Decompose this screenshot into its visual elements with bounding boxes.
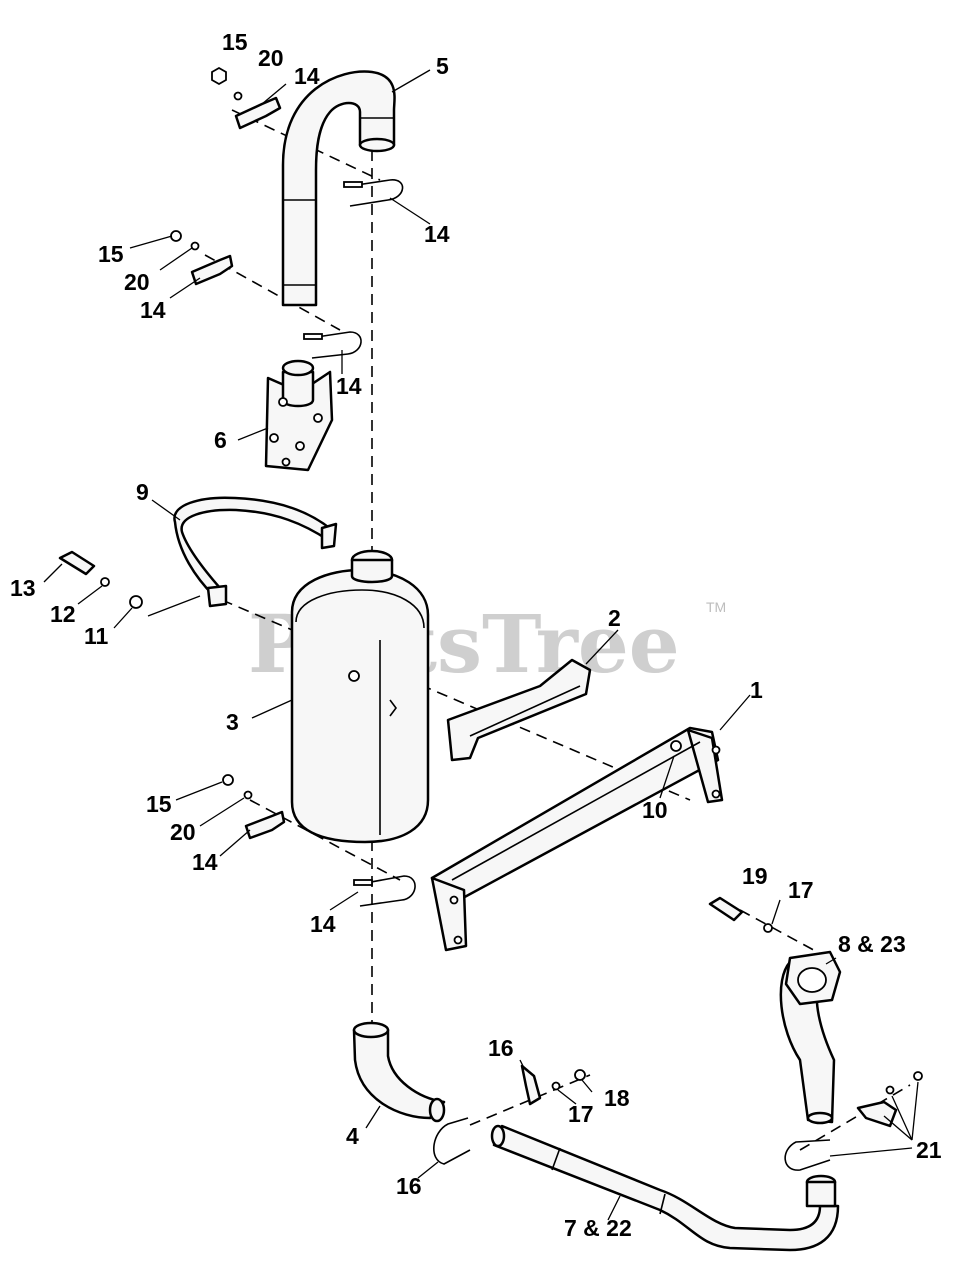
callout-12: 12 <box>50 601 76 627</box>
bolt-13 <box>58 550 96 576</box>
callout-11: 11 <box>84 623 109 649</box>
bolt-19 <box>708 896 744 922</box>
callout-18: 18 <box>604 1085 630 1111</box>
saddle-clamp-lower-left <box>520 1064 542 1106</box>
callout-3: 3 <box>226 709 239 735</box>
callout-14-upper: 14 <box>140 297 166 323</box>
lockwasher-12 <box>100 577 110 587</box>
washer-11 <box>129 595 143 609</box>
saddle-clamp-top <box>234 96 282 130</box>
u-bolt-top <box>343 179 404 207</box>
callout-20-muffler: 20 <box>170 819 196 845</box>
saddle-clamp-lower-right <box>856 1100 898 1128</box>
trademark: TM <box>706 599 726 615</box>
nut-top <box>211 66 227 86</box>
nut-21b <box>885 1085 895 1095</box>
u-bolt-lower-right <box>784 1139 831 1171</box>
clamp-axis-lower-right <box>799 1084 911 1151</box>
muffler-mount-bracket <box>264 359 334 472</box>
u-bolt-muffler <box>353 875 416 907</box>
callout-4: 4 <box>346 1123 359 1149</box>
clamp-axis-muffler <box>249 799 401 881</box>
bolt-10 <box>670 740 682 752</box>
callout-21: 21 <box>916 1137 942 1163</box>
u-bolt-lower-left <box>433 1117 471 1165</box>
nut-17-lower <box>551 1081 561 1091</box>
flange-bolt-axis <box>739 909 833 961</box>
washer-top <box>233 91 243 101</box>
leader-lines <box>43 69 919 1221</box>
callout-15-top: 15 <box>222 29 248 55</box>
flanged-elbow <box>779 950 842 1125</box>
callout-14-ubolt-upper: 14 <box>336 373 362 399</box>
saddle-clamp-upper <box>190 254 234 286</box>
callout-5: 5 <box>436 53 449 79</box>
callout-16-lower: 16 <box>396 1173 422 1199</box>
callout-2: 2 <box>608 605 621 631</box>
muffler-strap <box>173 496 338 608</box>
nut-21a <box>913 1071 923 1081</box>
callout-15-muffler: 15 <box>146 791 172 817</box>
callout-16-upper: 16 <box>488 1035 514 1061</box>
callout-14-muffler: 14 <box>192 849 218 875</box>
callout-8-23: 8 & 23 <box>838 931 906 957</box>
callout-20-upper: 20 <box>124 269 150 295</box>
heat-shield <box>446 658 592 762</box>
inlet-elbow <box>352 1021 446 1123</box>
callout-14-top: 14 <box>294 63 320 89</box>
exhaust-pipe-long <box>490 1124 840 1252</box>
washer-upper <box>190 241 200 251</box>
bracket-bolt-axis <box>221 599 691 801</box>
callout-14-ubolt-muffler: 14 <box>310 911 336 937</box>
washer-muffler <box>243 790 253 800</box>
u-bolt-upper <box>303 331 362 359</box>
callout-13: 13 <box>10 575 36 601</box>
nut-18 <box>574 1069 586 1081</box>
callout-6: 6 <box>214 427 227 453</box>
callout-10: 10 <box>642 797 668 823</box>
saddle-clamp-muffler <box>244 810 286 840</box>
nut-upper <box>170 230 182 242</box>
callout-9: 9 <box>136 479 149 505</box>
nut-muffler <box>222 774 234 786</box>
nut-17-upper <box>763 923 773 933</box>
callout-14-ubolt-top: 14 <box>424 221 450 247</box>
callout-17-upper: 17 <box>788 877 814 903</box>
callout-19: 19 <box>742 863 768 889</box>
callout-15-upper: 15 <box>98 241 124 267</box>
callout-20-top: 20 <box>258 45 284 71</box>
muffler <box>290 549 430 844</box>
callout-1: 1 <box>750 677 763 703</box>
tailpipe-elbow <box>281 70 396 307</box>
main-support-bracket <box>430 726 724 952</box>
callout-17-lower: 17 <box>568 1101 594 1127</box>
callout-7-22: 7 & 22 <box>564 1215 632 1241</box>
